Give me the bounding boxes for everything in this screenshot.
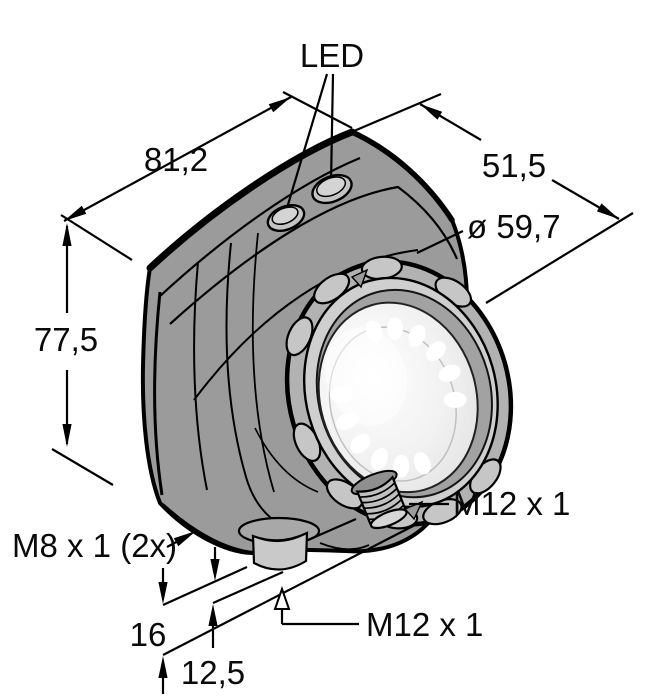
label-m12-side: M12 x 1 [453,485,570,522]
housing-back-edge [153,291,164,496]
side-connector-tip [369,508,408,530]
dim-width-line [63,96,292,222]
dim125-arrow-up [208,604,218,626]
dimension-lines [51,73,634,694]
label-mount-thread: M8 x 1 (2x) [12,527,177,564]
lens-ring-assembly [284,255,514,530]
housing-side-line-2 [225,242,272,519]
label-width: 81,2 [144,141,208,178]
bottom-connector-barrel [251,531,309,571]
housing-contour-1 [158,156,361,298]
label-led: LED [300,37,364,74]
housing-top-right-edge [349,129,455,223]
m12-bottom-open-arrow [273,585,291,610]
dim-width-arrow-high [268,97,291,113]
dim-height-ext-bottom [51,448,114,486]
bezel-notch-top [350,268,369,289]
label-offset-16: 16 [130,616,167,653]
housing-bottom-right-face [319,542,370,551]
housing-side-line-1 [193,261,208,491]
label-depth: 51,5 [482,147,546,184]
dim-depth-ext-bottom [485,212,634,304]
dim-height-arrow-bottom [62,424,72,447]
label-lens-diameter: ø 59,7 [467,208,561,245]
dim-height-arrow-top [62,223,72,246]
dim-depth-arrow-low [596,203,619,219]
housing-top-edge [146,128,356,272]
led-indicator-2 [311,173,353,205]
label-height: 77,5 [34,321,98,358]
dimension-arrowheads [62,97,619,678]
rail-connector-tip [212,570,284,605]
bezel-notch-bottom [403,500,424,521]
dim-depth-ext-top [353,92,442,133]
dim16-arrow-down [158,582,168,604]
side-connector-m12 [350,469,408,530]
dim-depth-arrow-high [420,104,443,120]
rail-mount-face-a [162,565,248,607]
dim-lens-leader [416,230,464,254]
bottom-connector-m12 [237,516,321,571]
dim-width-ext-bottom [60,214,133,261]
ring-light-leds [329,317,467,478]
bottom-connector-lip [252,532,308,542]
label-m12-bottom: M12 x 1 [366,606,483,643]
dim125-arrow-down [210,559,220,581]
dim-width-ext-top [282,91,353,129]
housing-bottom-left-face [162,503,254,553]
housing-contour-2 [169,185,459,325]
dim-width-arrow-low [64,205,87,221]
led-leader-2 [329,73,335,184]
label-offset-12-5: 12,5 [181,654,245,691]
dim16-arrow-up [158,656,168,678]
led-indicator-1 [266,203,306,233]
led-leader-1 [285,73,329,209]
housing-side-line-3 [251,232,275,493]
housing-crease [254,427,319,493]
rail-bottom [162,524,416,656]
rail-mount-face-b [307,517,357,542]
m8-arrow [173,531,196,547]
